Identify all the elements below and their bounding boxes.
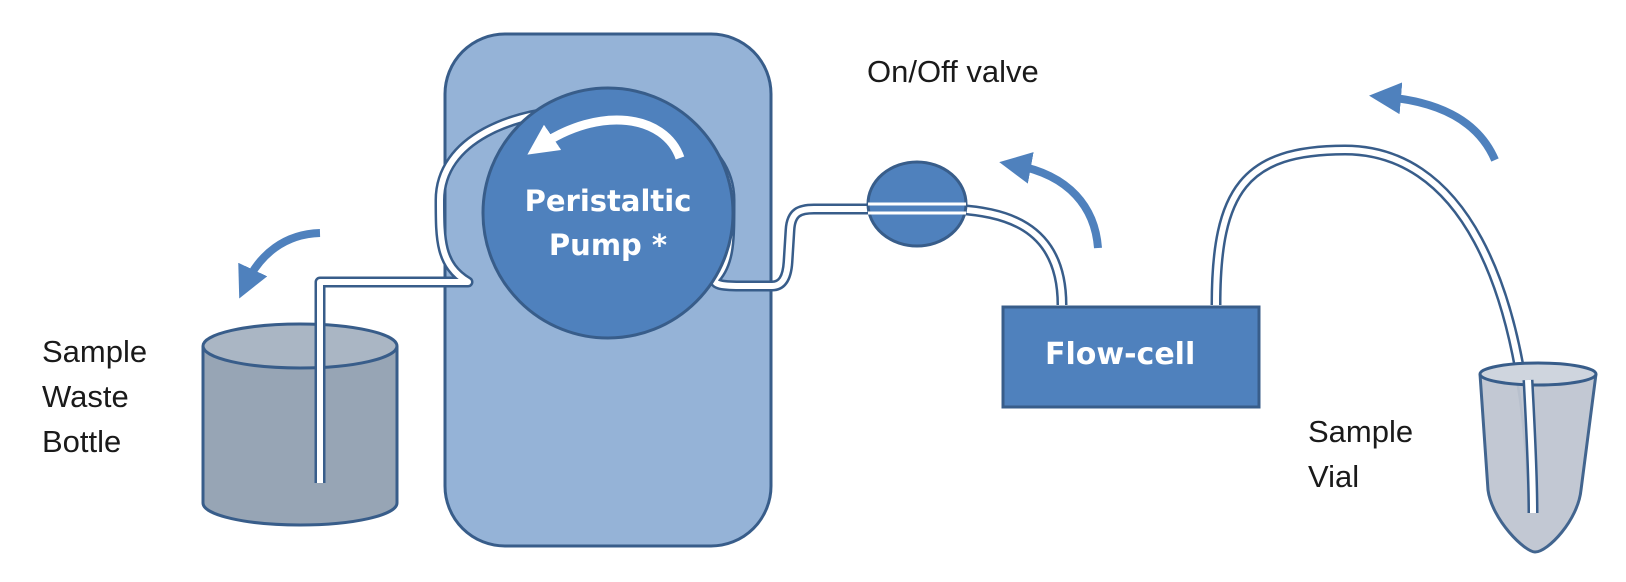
flow-cell (1001, 305, 1261, 409)
flow-arrow-icon (999, 152, 1102, 249)
flow-cell-label: Flow-cell (1045, 337, 1196, 372)
on-off-valve (866, 160, 968, 248)
sample-waste-bottle (201, 322, 399, 527)
rotation-arrow-icon (527, 115, 685, 160)
valve-label: On/Off valve (867, 54, 1039, 89)
sample-vial (1478, 361, 1598, 554)
pump-label-line-1: Peristaltic (524, 184, 692, 218)
waste-label-line-3: Bottle (42, 423, 122, 459)
waste-bottle-label: Sample Waste Bottle (42, 330, 147, 465)
vial-label-line-2: Vial (1308, 458, 1360, 494)
waste-label-line-1: Sample (42, 334, 148, 369)
tubing-flowcell-to-vial (1210, 144, 1539, 514)
pump-label: Peristaltic Pump * (508, 180, 708, 267)
waste-label-line-2: Waste (42, 378, 129, 414)
sample-vial-label: Sample Vial (1308, 410, 1413, 500)
vial-label-line-1: Sample (1308, 414, 1414, 449)
flow-arrow-icon (1369, 82, 1499, 162)
flow-arrow-icon (238, 229, 321, 299)
pump-label-line-2: Pump * (548, 227, 668, 262)
